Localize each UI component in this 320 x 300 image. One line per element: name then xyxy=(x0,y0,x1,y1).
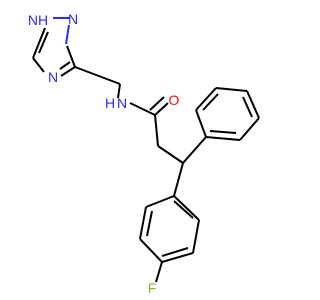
phenyl-bond-6 xyxy=(205,136,241,141)
bond-co-ch2 xyxy=(154,114,159,147)
phenyl-ring xyxy=(182,87,260,164)
bond-n-c xyxy=(32,57,45,73)
fph-bond-4 xyxy=(161,252,194,263)
phenyl-bond-3 xyxy=(215,87,248,92)
molecule-diagram: NH N N N H O F xyxy=(28,11,260,296)
n-top-label: N xyxy=(68,11,78,27)
bond-ch-ph xyxy=(182,136,207,164)
bond-c-n-top xyxy=(32,27,46,59)
bond-n-co xyxy=(129,102,156,116)
fluorophenyl-ring xyxy=(139,162,200,283)
h-amide-label: H xyxy=(105,95,115,111)
phenyl-bond-6-inner xyxy=(209,130,237,134)
phenyl-bond-2-inner xyxy=(202,93,219,111)
fph-bond-2 xyxy=(139,206,147,240)
phenyl-bond-2 xyxy=(195,87,217,111)
bond-ch2-n xyxy=(117,83,121,99)
n-ring-label: N xyxy=(48,69,58,85)
fph-bond-6-inner xyxy=(173,200,194,219)
bond-c-o xyxy=(154,102,169,116)
phenyl-bond-4 xyxy=(246,90,260,119)
bond-c-nh xyxy=(66,45,76,68)
bond-n-n-inner xyxy=(65,24,70,45)
bond-c-n-double-inner xyxy=(59,61,71,70)
phenyl-bond-5 xyxy=(239,117,260,141)
fph-bond-1 xyxy=(145,195,175,208)
phenyl-bond-4-inner xyxy=(242,96,253,118)
bond-ch2-ch xyxy=(157,145,184,164)
bond-c-n-top-inner xyxy=(38,31,49,54)
triazole-ring xyxy=(32,17,76,77)
oxygen-label: O xyxy=(169,92,180,108)
fph-bond-3 xyxy=(139,238,163,263)
fph-bond-5 xyxy=(192,219,200,254)
bond-ring-ch2 xyxy=(74,66,121,85)
bond-c-n-double xyxy=(60,66,76,77)
fph-bond-4-inner xyxy=(161,247,189,257)
nh-ring-label: NH xyxy=(28,12,48,28)
phenyl-bond-1 xyxy=(195,109,207,138)
n-amide-label: N xyxy=(117,95,127,111)
fph-bond-6 xyxy=(173,195,200,221)
bond-ch-fph xyxy=(173,162,184,197)
fluorine-label: F xyxy=(148,280,157,296)
fph-bond-2-inner xyxy=(146,210,153,237)
bond-c-f xyxy=(155,261,163,283)
bond-c-o-double xyxy=(149,96,165,111)
